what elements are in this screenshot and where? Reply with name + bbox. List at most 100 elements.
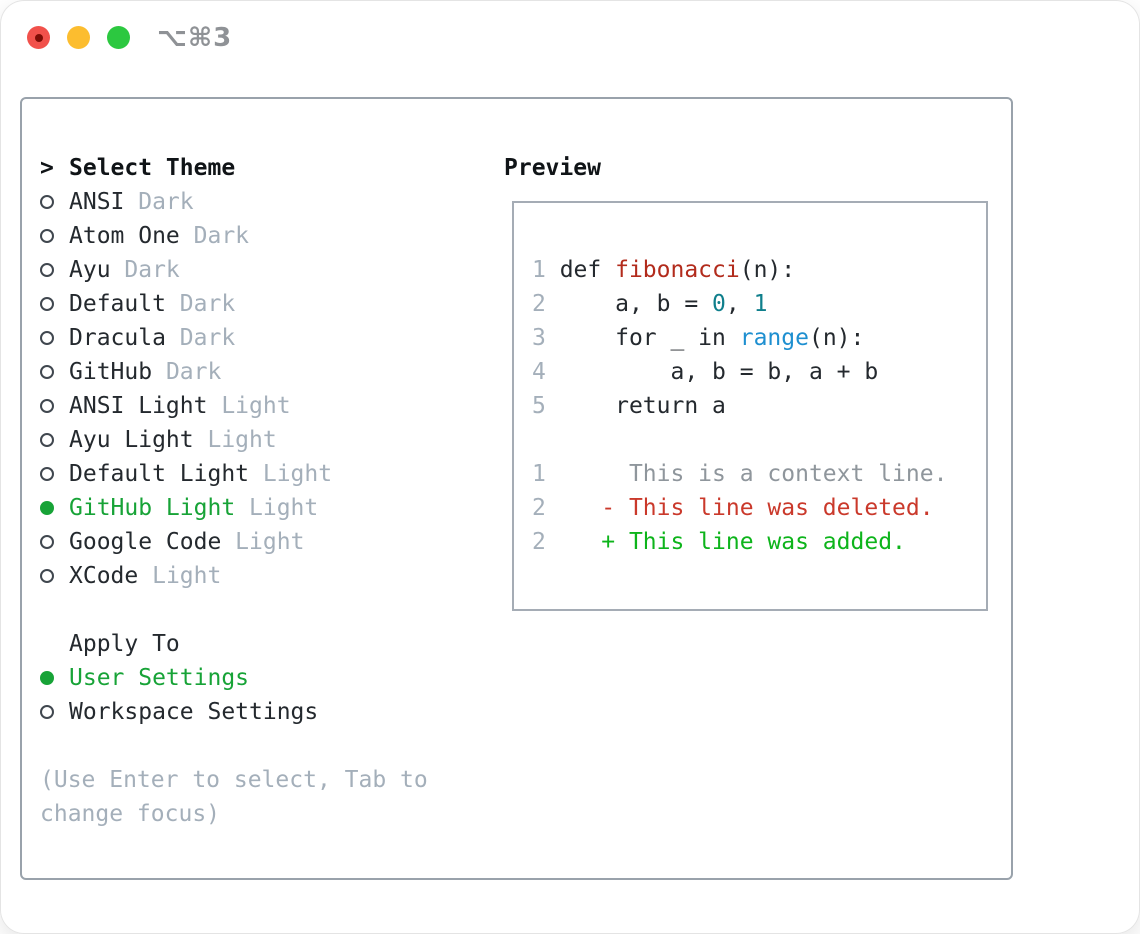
theme-option-xcode[interactable]: XCode Light	[40, 559, 470, 593]
theme-variant: Light	[249, 461, 333, 487]
theme-name: ANSI	[69, 189, 125, 215]
radio-icon	[40, 467, 54, 481]
apply-option-label: User Settings	[69, 665, 250, 691]
code-token: fibonacci	[615, 257, 740, 283]
theme-option-ansi[interactable]: ANSI Dark	[40, 185, 470, 219]
line-number: 4	[532, 359, 560, 385]
radio-icon	[40, 331, 54, 345]
select-theme-header: > Select Theme	[40, 151, 470, 185]
apply-to-header: Apply To	[40, 627, 470, 661]
theme-name: Ayu	[69, 257, 111, 283]
theme-name: XCode	[69, 563, 139, 589]
apply-option-label: Workspace Settings	[69, 699, 319, 725]
code-token: 1	[753, 291, 768, 317]
radio-selected-icon	[40, 501, 54, 515]
line-number: 2	[532, 291, 560, 317]
zoom-button[interactable]	[107, 26, 130, 49]
window-shortcut-label: ⌥⌘3	[157, 23, 233, 53]
theme-name: ANSI Light	[69, 393, 208, 419]
theme-option-dracula[interactable]: Dracula Dark	[40, 321, 470, 355]
theme-option-ayu[interactable]: Ayu Dark	[40, 253, 470, 287]
theme-variant: Light	[207, 393, 291, 419]
theme-option-atom-one[interactable]: Atom One Dark	[40, 219, 470, 253]
theme-option-github-light[interactable]: GitHub Light Light	[40, 491, 470, 525]
line-number: 3	[532, 325, 560, 351]
radio-selected-icon	[40, 671, 54, 685]
code-line: 5 return a	[532, 389, 986, 423]
theme-variant: Light	[235, 495, 319, 521]
radio-icon	[40, 399, 54, 413]
code-token: for _ in	[559, 325, 740, 351]
code-line	[532, 423, 986, 457]
code-token: a, b = b, a + b	[559, 359, 879, 385]
theme-name: GitHub	[69, 359, 153, 385]
theme-variant: Light	[138, 563, 222, 589]
theme-option-google-code[interactable]: Google Code Light	[40, 525, 470, 559]
radio-icon	[40, 365, 54, 379]
code-token: This is a context line.	[559, 461, 948, 487]
theme-variant: Dark	[152, 359, 222, 385]
code-token: a, b =	[559, 291, 713, 317]
line-number: 2	[532, 495, 560, 521]
theme-option-ansi-light[interactable]: ANSI Light Light	[40, 389, 470, 423]
theme-name: Dracula	[69, 325, 166, 351]
apply-option-workspace-settings[interactable]: Workspace Settings	[40, 695, 470, 729]
help-text: (Use Enter to select, Tab to change focu…	[40, 767, 428, 827]
radio-icon	[40, 433, 54, 447]
radio-icon	[40, 229, 54, 243]
radio-icon	[40, 263, 54, 277]
code-token: (n):	[739, 257, 796, 283]
radio-icon	[40, 569, 54, 583]
preview-title: Preview	[504, 155, 601, 181]
picker-title: Select Theme	[69, 155, 236, 181]
theme-variant: Light	[221, 529, 305, 555]
code-token: ,	[725, 291, 754, 317]
code-line: 2 a, b = 0, 1	[532, 287, 986, 321]
theme-option-default[interactable]: Default Dark	[40, 287, 470, 321]
code-line: 1 def fibonacci(n):	[532, 253, 986, 287]
spacer	[40, 729, 470, 763]
radio-icon	[40, 535, 54, 549]
minimize-button[interactable]	[67, 26, 90, 49]
code-token: + This line was added.	[559, 529, 906, 555]
unsaved-dot-icon	[34, 33, 43, 42]
theme-variant: Dark	[165, 291, 236, 317]
theme-name: Ayu Light	[69, 427, 194, 453]
radio-icon	[40, 297, 54, 311]
theme-name: Default	[69, 291, 166, 317]
code-line: 2 - This line was deleted.	[532, 491, 986, 525]
line-number: 1	[532, 257, 560, 283]
apply-option-user-settings[interactable]: User Settings	[40, 661, 470, 695]
theme-variant: Dark	[179, 223, 250, 249]
apply-to-title: Apply To	[69, 631, 180, 657]
radio-icon	[40, 195, 54, 209]
code-token: return a	[559, 393, 726, 419]
theme-option-github[interactable]: GitHub Dark	[40, 355, 470, 389]
code-token: (n):	[808, 325, 865, 351]
theme-option-ayu-light[interactable]: Ayu Light Light	[40, 423, 470, 457]
code-line: 2 + This line was added.	[532, 525, 986, 559]
close-button[interactable]	[27, 26, 50, 49]
code-line: 3 for _ in range(n):	[532, 321, 986, 355]
code-line: 1 This is a context line.	[532, 457, 986, 491]
code-line: 4 a, b = b, a + b	[532, 355, 986, 389]
theme-variant: Dark	[165, 325, 236, 351]
line-number: 2	[532, 529, 560, 555]
picker-caret-icon: >	[40, 155, 54, 181]
code-token: - This line was deleted.	[559, 495, 934, 521]
radio-icon	[40, 705, 54, 719]
line-number: 5	[532, 393, 560, 419]
theme-name: Default Light	[69, 461, 250, 487]
theme-variant: Light	[193, 427, 277, 453]
code-token: 0	[712, 291, 726, 317]
theme-variant: Dark	[124, 189, 194, 215]
theme-name: Google Code	[69, 529, 222, 555]
theme-option-default-light[interactable]: Default Light Light	[40, 457, 470, 491]
theme-variant: Dark	[110, 257, 180, 283]
